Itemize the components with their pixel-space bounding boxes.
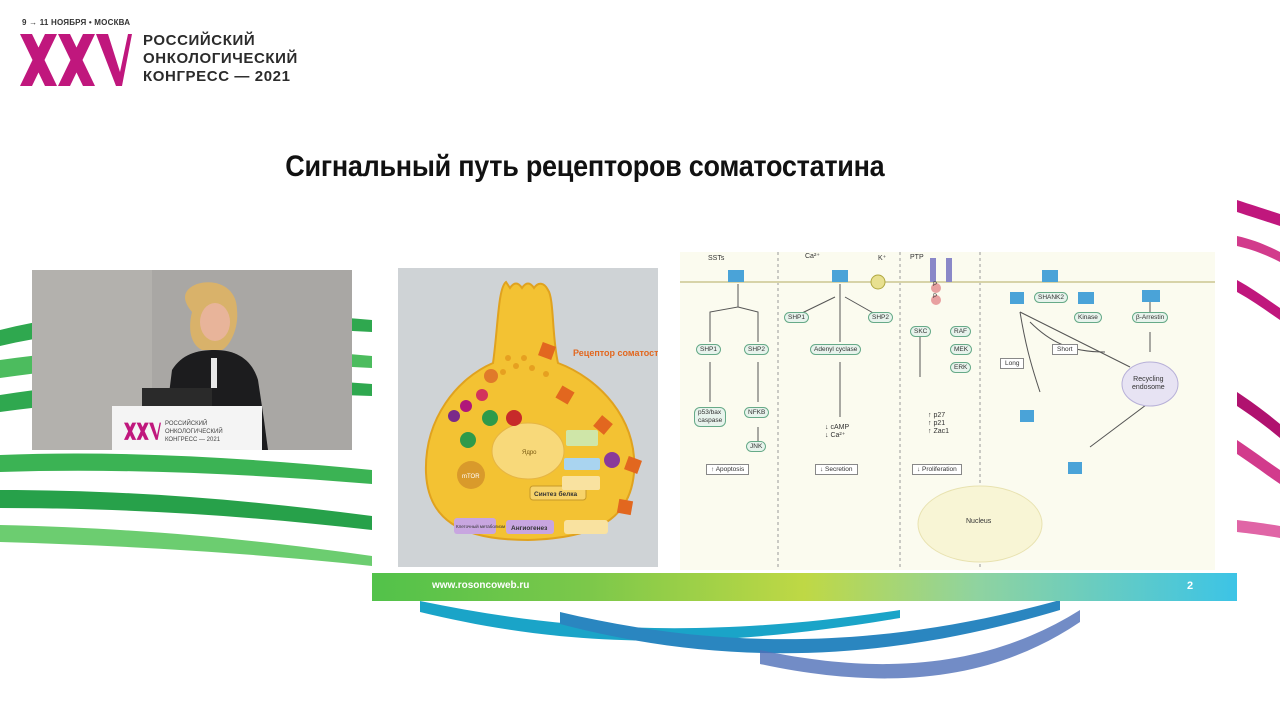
phospho-label-1: P (933, 282, 938, 288)
congress-title-line-2: ОНКОЛОГИЧЕСКИЙ (143, 50, 298, 67)
cell-illustration: Ядро mTOR Синтез белка Клеточный метабол… (398, 268, 658, 567)
shp2-node: SHP2 (744, 344, 769, 355)
arrestin-node: β-Arrestin (1132, 312, 1169, 323)
podium-logo (124, 422, 161, 440)
receptor-icons (538, 342, 642, 516)
receptor-glyphs (728, 270, 1160, 474)
long-label: Long (1000, 358, 1025, 369)
podium-title-line-1: РОССИЙСКИЙ (165, 419, 207, 427)
ligand-dots (500, 355, 549, 377)
nucleus-label-right: Nucleus (966, 518, 992, 525)
blue-purple-waves-bottom (420, 600, 1080, 679)
potassium-label: K⁺ (878, 255, 887, 262)
speaker-video-frame: РОССИЙСКИЙ ОНКОЛОГИЧЕСКИЙ КОНГРЕСС — 202… (32, 270, 352, 450)
angiogenesis-label: Ангиогенез (511, 525, 548, 532)
p27-label: ↑ p27 ↑ p21 ↑ Zac1 (928, 412, 950, 435)
ssts-label: SSTs (708, 255, 725, 262)
raf-node: RAF (950, 326, 971, 337)
camp-label: ↓ cAMP ↓ Ca²⁺ (825, 424, 850, 439)
congress-logo (20, 34, 132, 86)
metabolism-label: Клеточный метаболизм (456, 523, 505, 529)
mek-node: MEK (950, 344, 973, 355)
phospho-label-2: P (933, 294, 938, 300)
podium-title-line-2: ОНКОЛОГИЧЕСКИЙ (165, 427, 223, 435)
kinase-node: Kinase (1074, 312, 1102, 323)
podium-monitor (142, 388, 212, 406)
podium-title-line-3: КОНГРЕСС — 2021 (165, 437, 221, 443)
secretion-outcome: ↓ Secretion (815, 464, 858, 475)
receptor-label: Рецептор соматостатина (573, 348, 658, 358)
nucleus-label: Ядро (522, 450, 537, 456)
signaling-pathway-diagram: SSTs Ca²⁺ K⁺ PTP P P SHP1 SHP2 p53/bax c… (680, 252, 1215, 570)
slide-title: Сигнальный путь рецепторов соматостатина (0, 150, 1170, 184)
congress-title: РОССИЙСКИЙ ОНКОЛОГИЧЕСКИЙ КОНГРЕСС — 202… (143, 32, 298, 86)
shp1-node-b: SHP1 (784, 312, 809, 323)
shp1-node: SHP1 (696, 344, 721, 355)
erk-node: ERK (950, 362, 972, 373)
event-date: 9 → 11 НОЯБРЯ • МОСКВА (22, 18, 131, 27)
skc-node: SKC (910, 326, 932, 337)
shank2-node: SHANK2 (1034, 292, 1069, 303)
jnk-node: JNK (746, 441, 767, 452)
p53-node: p53/bax caspase (694, 407, 727, 427)
magenta-stripes-right (1237, 200, 1280, 538)
cell-illustration-drawing: Ядро mTOR Синтез белка Клеточный метабол… (398, 268, 658, 567)
protein-synthesis-label: Синтез белка (534, 490, 577, 498)
speaker-video[interactable]: РОССИЙСКИЙ ОНКОЛОГИЧЕСКИЙ КОНГРЕСС — 202… (32, 270, 352, 450)
apoptosis-outcome: ↑ Apoptosis (706, 464, 750, 475)
podium (112, 406, 262, 450)
slide-title-text: Сигнальный путь рецепторов соматостатина (285, 150, 885, 183)
calcium-label: Ca²⁺ (805, 253, 820, 260)
proliferation-outcome: ↓ Proliferation (912, 464, 962, 475)
slide-footer-bar (372, 573, 1237, 601)
shp2-node-b: SHP2 (868, 312, 893, 323)
adenyl-cyclase-node: Adenyl cyclase (810, 344, 862, 355)
ptp-label: PTP (910, 254, 924, 261)
recycling-endosome-label: Recycling endosome (1132, 376, 1165, 391)
short-label: Short (1052, 344, 1078, 355)
congress-title-line-3: КОНГРЕСС — 2021 (143, 68, 291, 85)
slide-page-number: 2 (1187, 580, 1194, 592)
mtor-label: mTOR (462, 474, 480, 480)
footer-url: www.rosoncoweb.ru (432, 580, 530, 591)
pathway-lines (680, 252, 1215, 570)
congress-title-line-1: РОССИЙСКИЙ (143, 32, 256, 49)
nfkb-node: NFKB (744, 407, 770, 418)
